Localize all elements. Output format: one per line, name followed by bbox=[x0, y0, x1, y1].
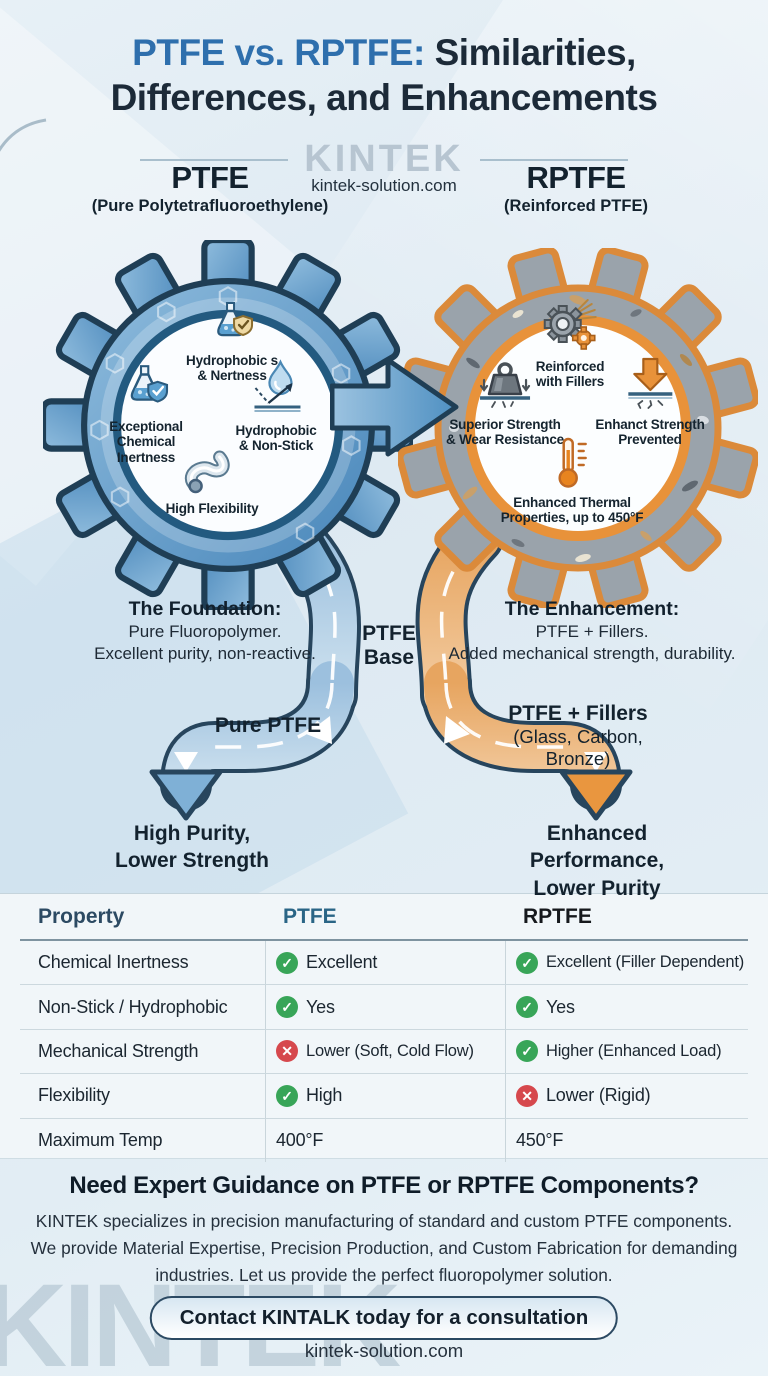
title-highlight: PTFE vs. RPTFE: bbox=[132, 32, 425, 73]
logo-row: KINTEK bbox=[0, 118, 768, 181]
table-row: Chemical Inertness Excellent Excellent (… bbox=[20, 941, 748, 986]
white-split-arrow-left bbox=[306, 716, 332, 744]
title-rest: Similarities, bbox=[434, 32, 637, 73]
ptfe-heading: PTFE (Pure Polytetrafluoroethylene) bbox=[91, 160, 329, 215]
ptfe-result: High Purity, Lower Strength bbox=[114, 822, 270, 873]
rptfe-result: Enhanced Performance, Lower Purity bbox=[529, 822, 665, 900]
foundation-blurb: The Foundation: Pure Fluoropolymer. Exce… bbox=[94, 598, 316, 664]
divider bbox=[140, 158, 289, 161]
ptfe-result-arrowhead bbox=[149, 769, 223, 821]
table-row: Flexibility High Lower (Rigid) bbox=[20, 1074, 748, 1119]
status-icon bbox=[276, 1040, 298, 1063]
press-arrow-icon bbox=[595, 356, 704, 415]
status-icon bbox=[276, 951, 298, 974]
rptfe-result-arrowhead bbox=[559, 769, 633, 821]
contact-button[interactable]: Contact KINTALK today for a consultation bbox=[149, 1296, 619, 1340]
footer-url: kintek-solution.com bbox=[304, 1340, 464, 1361]
status-icon bbox=[276, 996, 298, 1019]
filler-debris bbox=[449, 295, 709, 562]
thermometer-icon bbox=[501, 436, 644, 493]
white-split-arrow-right bbox=[444, 716, 470, 744]
status-icon bbox=[276, 1084, 298, 1107]
ptfe-base-label: PTFE Base bbox=[362, 622, 416, 670]
enhancement-blurb: The Enhancement: PTFE + Fillers. Added m… bbox=[448, 598, 736, 664]
rptfe-gear-graphic bbox=[398, 248, 758, 608]
logo-swoosh-icon bbox=[0, 118, 47, 153]
col-header-rptfe: RPTFE bbox=[523, 904, 592, 928]
table-row: Maximum Temp 400°F 450°F bbox=[20, 1118, 748, 1162]
status-icon bbox=[516, 996, 538, 1019]
status-icon bbox=[516, 1084, 538, 1107]
feature-superior-strength: Superior Strength & Wear Resistance bbox=[446, 358, 564, 448]
kintek-logo: KINTEK bbox=[304, 138, 464, 180]
col-header-ptfe: PTFE bbox=[283, 904, 337, 928]
feature-chem-shield: Hydrophobic s & Nertness bbox=[186, 300, 278, 384]
feature-thermal: Enhanced Thermal Properties, up to 450°F bbox=[501, 436, 644, 526]
feature-non-stick: Hydrophobic & Non-Stick bbox=[235, 358, 317, 454]
table-header-row: Property PTFE RPTFE bbox=[20, 894, 748, 941]
divider bbox=[479, 158, 628, 161]
flask-shield-icon bbox=[109, 362, 183, 417]
feature-enhanced-strength: Enhanct Strength Prevented bbox=[595, 356, 705, 448]
table-row: Mechanical Strength Lower (Soft, Cold Fl… bbox=[20, 1029, 748, 1075]
gear-fillers-icon bbox=[536, 298, 605, 357]
white-down-arrow-left bbox=[174, 752, 198, 772]
title-line2: Differences, and Enhancements bbox=[110, 77, 658, 119]
comparison-table: Property PTFE RPTFE Chemical Inertness E… bbox=[0, 893, 768, 1162]
white-down-arrow-right bbox=[584, 752, 608, 772]
status-icon bbox=[516, 951, 538, 974]
feature-flexibility: High Flexibility bbox=[166, 448, 259, 516]
feature-reinforced-fillers: Reinforced with Fillers bbox=[536, 298, 605, 390]
rptfe-heading: RPTFE (Reinforced PTFE) bbox=[504, 160, 648, 215]
fillers-branch-label: PTFE + Fillers (Glass, Carbon, Bronze) bbox=[508, 702, 648, 769]
table-row: Non-Stick / Hydrophobic Yes Yes bbox=[20, 985, 748, 1030]
pure-ptfe-branch-label: Pure PTFE bbox=[214, 714, 322, 737]
page-title: PTFE vs. RPTFE: Similarities, Difference… bbox=[0, 30, 768, 120]
weight-icon bbox=[446, 358, 564, 415]
status-icon bbox=[516, 1040, 538, 1063]
website-url: kintek-solution.com bbox=[311, 176, 457, 195]
gear-transform-arrow bbox=[330, 357, 459, 457]
flask-shield-icon bbox=[186, 300, 278, 351]
cta-body-text: KINTEK specializes in precision manufact… bbox=[30, 1211, 738, 1285]
droplet-bounce-icon bbox=[235, 358, 316, 421]
col-header-property: Property bbox=[38, 904, 125, 928]
cta-heading: Need Expert Guidance on PTFE or RPTFE Co… bbox=[69, 1172, 699, 1199]
flexible-tube-icon bbox=[166, 448, 259, 499]
feature-chemical-inertness: Exceptional Chemical Inertness bbox=[109, 362, 183, 465]
